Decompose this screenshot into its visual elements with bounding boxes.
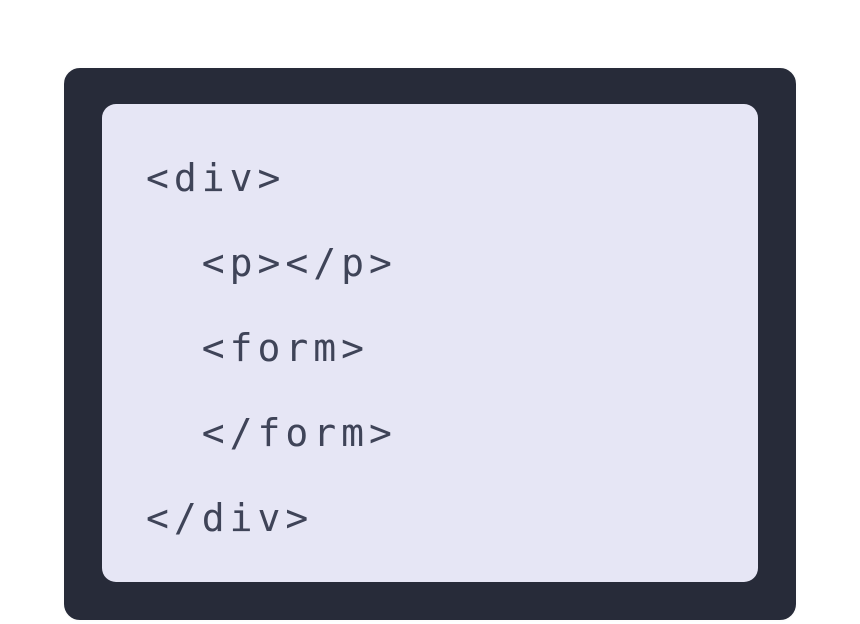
code-line-form-close: </form> [146,411,397,455]
code-snippet: <div> <p></p> <form> </form> </div> [146,136,758,561]
code-line-form-open: <form> [146,326,370,370]
code-line-div-close: </div> [146,496,314,540]
code-window-frame: <div> <p></p> <form> </form> </div> [62,66,798,622]
code-panel: <div> <p></p> <form> </form> </div> [102,104,758,582]
code-line-div-open: <div> [146,156,286,200]
code-line-p: <p></p> [146,241,397,285]
